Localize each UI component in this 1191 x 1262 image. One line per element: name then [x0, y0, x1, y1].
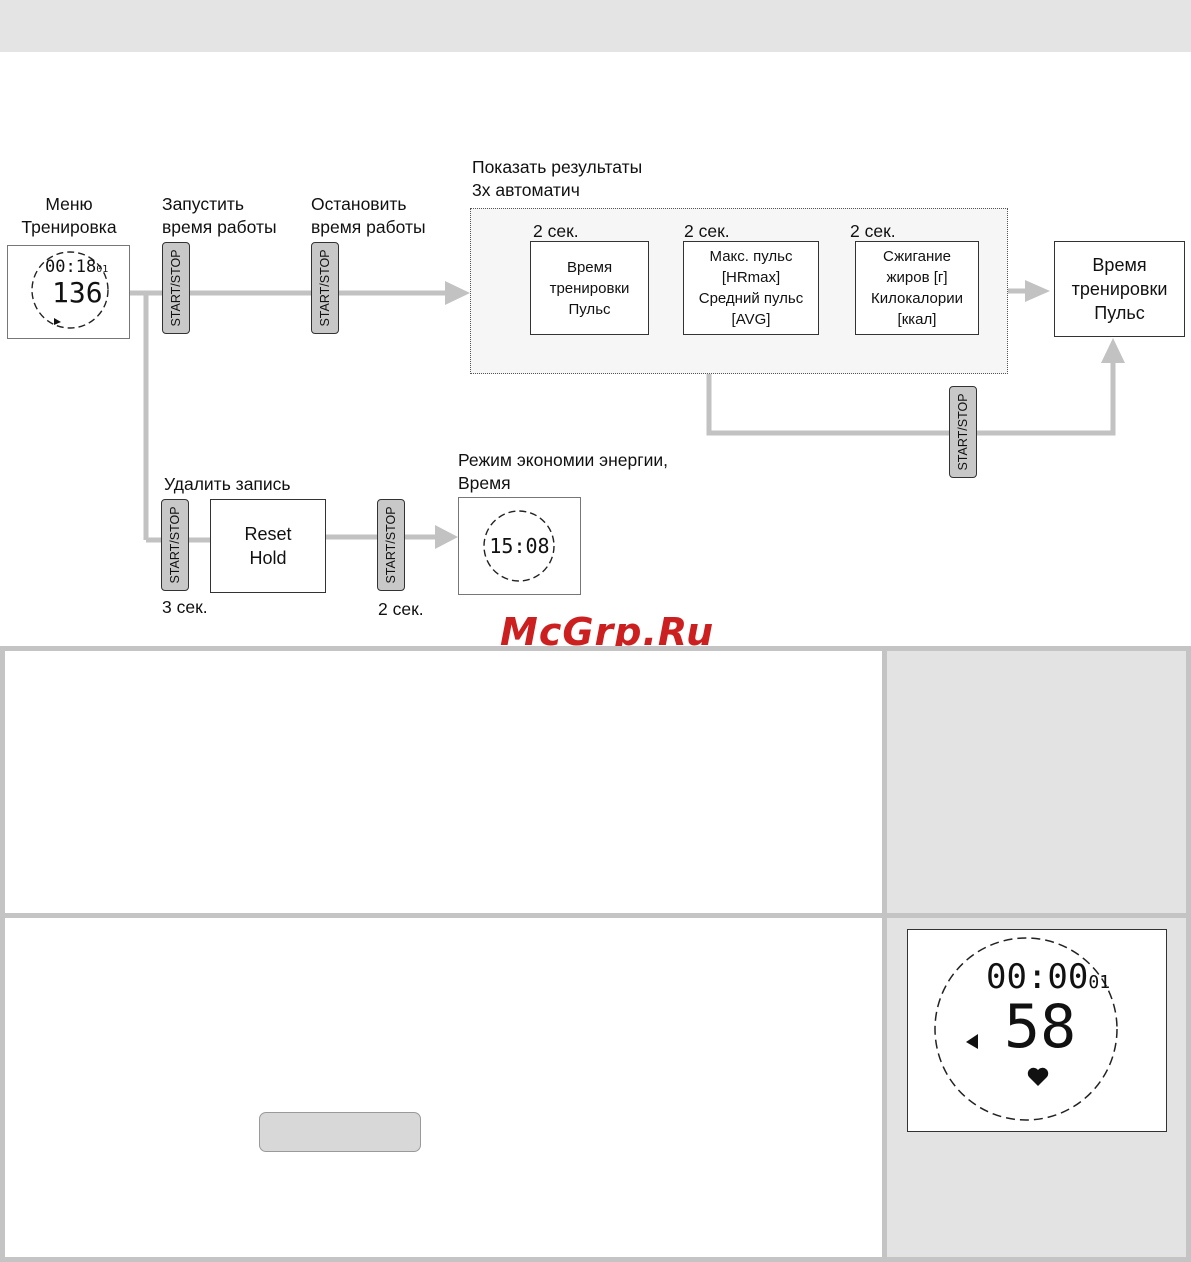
label-line: Запустить: [162, 194, 245, 214]
delay-label-2sec: 2 сек.: [378, 599, 424, 619]
delete-record-label: Удалить запись: [164, 474, 291, 494]
watch-display-large: 00:0001 58: [907, 929, 1167, 1132]
label-line: Тренировка: [21, 217, 117, 237]
box-line: Макс. пульс: [709, 248, 793, 265]
label-line: Показать результаты: [472, 157, 643, 177]
watch-time: 00:1801: [45, 257, 108, 277]
label-line: Режим экономии энергии,: [458, 450, 669, 470]
box-line: [AVG]: [731, 311, 771, 328]
box-line: тренировки: [1071, 279, 1168, 299]
start-stop-button-stop[interactable]: START/STOP: [311, 242, 339, 334]
delay-label-2: 2 сек.: [684, 221, 730, 241]
top-bar: [0, 0, 1191, 52]
start-stop-button-start[interactable]: START/STOP: [162, 242, 190, 334]
box-line: Пульс: [1094, 303, 1145, 323]
button-label: START/STOP: [169, 249, 183, 327]
box-line: Средний пульс: [698, 290, 804, 307]
reset-hold-box: Reset Hold: [210, 499, 326, 593]
label-line: Время: [458, 473, 511, 493]
start-time-label: Запустить время работы: [162, 193, 277, 239]
power-save-label: Режим экономии энергии, Время: [458, 449, 668, 495]
box-line: [ккал]: [897, 311, 937, 328]
box-line: Килокалории: [871, 290, 963, 307]
stop-time-label: Остановить время работы: [311, 193, 426, 239]
button-label: START/STOP: [384, 506, 398, 584]
button-label: START/STOP: [956, 393, 970, 471]
label-line: время работы: [311, 217, 426, 237]
watch-pulse: 58: [1004, 992, 1077, 1062]
delay-label-1: 2 сек.: [533, 221, 579, 241]
watch-sub-value: 01: [1088, 972, 1111, 993]
box-line: жиров [г]: [886, 269, 948, 286]
button-label: START/STOP: [318, 249, 332, 327]
content-panel-bottom: [0, 913, 889, 1262]
box-line: тренировки: [549, 279, 630, 297]
watch-sub-value: 01: [96, 264, 109, 275]
label-line: Остановить: [311, 194, 407, 214]
box-line: Время: [1092, 255, 1147, 275]
side-cell-top: [882, 646, 1191, 920]
final-box-time-pulse: Время тренировки Пульс: [1054, 241, 1185, 337]
start-stop-button-results[interactable]: START/STOP: [949, 386, 977, 478]
watch-pulse: 136: [52, 276, 103, 309]
box-line: Сжигание: [882, 248, 952, 265]
flow-diagram: Меню Тренировка Запустить время работы О…: [0, 140, 1191, 630]
label-line: время работы: [162, 217, 277, 237]
delay-label-3: 2 сек.: [850, 221, 896, 241]
box-line: Время: [566, 258, 613, 276]
content-panel-top: [0, 646, 889, 920]
label-line: 3x автоматич: [472, 180, 580, 200]
start-stop-button-powersave[interactable]: START/STOP: [377, 499, 405, 591]
watch-time-value: 00:00: [986, 957, 1089, 997]
watch-time-value: 15:08: [489, 534, 550, 558]
button-label: START/STOP: [168, 506, 182, 584]
delay-label-3sec: 3 сек.: [162, 597, 208, 617]
grey-key-button[interactable]: [259, 1112, 421, 1152]
watch-dial: [31, 251, 109, 329]
watch-display-power-save: 15:08: [458, 497, 581, 595]
box-line: Пульс: [568, 300, 611, 318]
menu-training-label: Меню Тренировка: [8, 193, 130, 239]
watch-display-menu: 00:1801 136: [7, 245, 130, 339]
heart-icon: [1027, 1067, 1049, 1086]
result-box-fat-kcal: Сжигание жиров [г] Килокалории [ккал]: [855, 241, 979, 335]
watch-time-value: 00:18: [45, 257, 97, 277]
watch-time: 00:0001: [986, 957, 1110, 997]
show-results-label: Показать результаты 3x автоматич: [472, 156, 642, 202]
start-stop-button-delete[interactable]: START/STOP: [161, 499, 189, 591]
label-line: Меню: [45, 194, 93, 214]
result-box-max-avg-pulse: Макс. пульс [HRmax] Средний пульс [AVG]: [683, 241, 819, 335]
watch-dial: [934, 937, 1118, 1121]
box-line: Reset: [244, 524, 292, 544]
box-line: Hold: [249, 548, 287, 568]
box-line: [HRmax]: [721, 269, 781, 286]
watch-dial: [483, 510, 555, 582]
result-box-time-pulse: Время тренировки Пульс: [530, 241, 649, 335]
